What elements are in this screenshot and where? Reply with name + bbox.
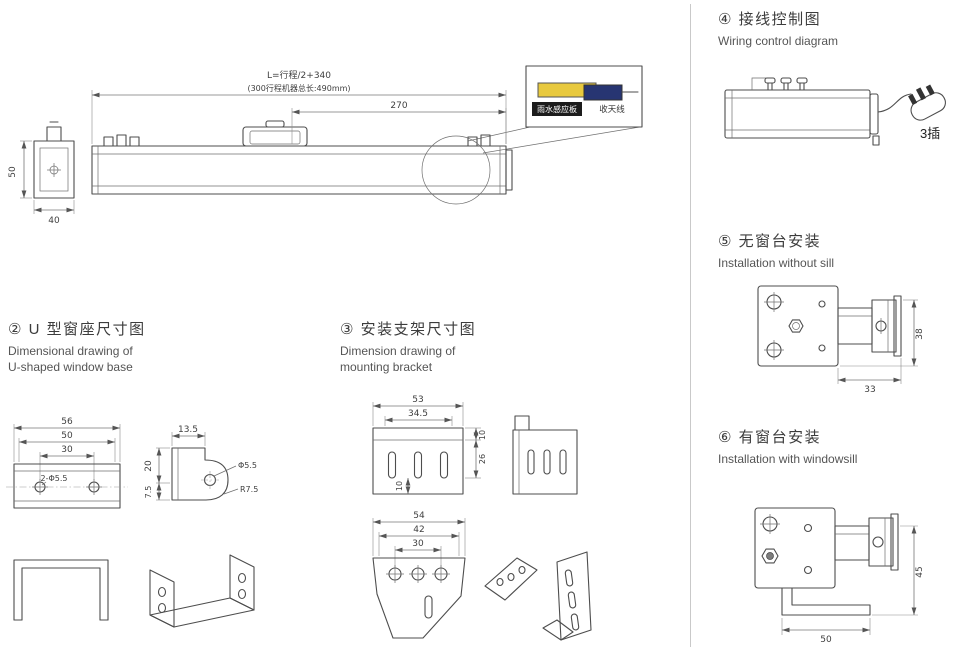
u-base-perspective xyxy=(149,554,255,628)
section3-title: ③ 安装支架尺寸图 xyxy=(340,321,477,338)
dim-30b: 30 xyxy=(412,539,424,549)
no-sill-assembly: 38 33 xyxy=(757,285,925,395)
section3-header: ③ 安装支架尺寸图 Dimension drawing of mounting … xyxy=(340,318,476,375)
dim-26: 26 xyxy=(478,454,487,464)
end-cap xyxy=(505,149,513,191)
bracket-front-view: 53 34.5 10 26 10 xyxy=(372,395,487,495)
dim-50c: 50 xyxy=(820,635,832,645)
plug-type-label: 3插 xyxy=(920,126,940,141)
section4-title: ④ 接线控制图 xyxy=(718,11,822,28)
section4-header: ④ 接线控制图 Wiring control diagram xyxy=(718,8,838,49)
with-sill-assembly: 45 50 xyxy=(754,507,925,645)
dim-45: 45 xyxy=(915,566,925,577)
sensor-connector xyxy=(583,84,623,101)
dim-53: 53 xyxy=(412,395,423,405)
dim-10-top: 10 xyxy=(478,430,487,440)
holes-callout: 2-Φ5.5 xyxy=(41,474,68,483)
section2-header: ② U 型窗座尺寸图 Dimensional drawing of U-shap… xyxy=(8,318,146,375)
section2-subtitle-1: Dimensional drawing of xyxy=(8,344,133,358)
bracket-side-view xyxy=(512,415,578,495)
dim-38: 38 xyxy=(915,328,925,340)
left-mount-feet xyxy=(103,134,140,147)
overall-dimension: L=行程/2+340 (300行程机器总长:490mm) xyxy=(91,69,507,144)
dim-total-formula: L=行程/2+340 xyxy=(267,69,331,81)
section4-subtitle: Wiring control diagram xyxy=(718,34,839,48)
u-base-front-view: 56 50 30 2-Φ5.5 xyxy=(6,417,128,509)
dim-7-5: 7.5 xyxy=(144,486,153,499)
section4-drawing: 3插 xyxy=(724,77,946,146)
dim-10-inner: 10 xyxy=(395,481,404,491)
section5-title: ⑤ 无窗台安装 xyxy=(718,233,822,250)
detail-leader-2 xyxy=(482,126,641,154)
section6-drawing: 45 50 xyxy=(754,507,925,645)
dim-54: 54 xyxy=(413,511,425,521)
antenna-label: 收天线 xyxy=(599,104,625,115)
machine-body xyxy=(91,120,513,195)
section6-title: ⑥ 有窗台安装 xyxy=(718,429,822,446)
dim-50b: 50 xyxy=(61,431,73,441)
section3-subtitle-2: mounting bracket xyxy=(340,360,433,375)
power-plug xyxy=(908,84,946,121)
dim-270: 270 xyxy=(390,101,407,111)
dim-270-group: 270 xyxy=(291,101,507,144)
dim-30: 30 xyxy=(61,445,73,455)
main-assembly-drawing: 50 40 xyxy=(8,65,643,226)
right-mount-feet xyxy=(467,134,491,147)
swing-bracket-view: 54 42 30 xyxy=(372,511,466,639)
dim-total-note: (300行程机器总长:490mm) xyxy=(247,83,350,93)
section5-drawing: 38 33 xyxy=(757,285,925,395)
motor-box xyxy=(242,120,308,147)
rain-sensor-label: 雨水感应板 xyxy=(537,104,577,114)
rain-sensor-label-bg xyxy=(532,102,582,116)
section5-subtitle: Installation without sill xyxy=(718,256,835,270)
section3-drawing: 53 34.5 10 26 10 xyxy=(372,395,592,641)
dim-34-5: 34.5 xyxy=(408,409,428,419)
column-divider xyxy=(690,4,691,647)
u-base-side-profile: 13.5 20 7.5 Φ5.5 R7.5 xyxy=(144,425,258,501)
dim-50: 50 xyxy=(8,166,18,178)
mount-screws xyxy=(764,77,808,91)
radius-callout: R7.5 xyxy=(240,485,258,494)
detail-callout: 雨水感应板 收天线 xyxy=(525,65,643,128)
power-cord xyxy=(877,93,912,113)
section6-header: ⑥ 有窗台安装 Installation with windowsill xyxy=(718,426,857,467)
section6-subtitle: Installation with windowsill xyxy=(718,452,858,466)
detail-circle xyxy=(421,135,491,205)
dia-callout: Φ5.5 xyxy=(238,461,257,470)
section2-subtitle-2: U-shaped window base xyxy=(8,360,133,375)
end-view-dims: 50 40 xyxy=(8,140,75,226)
dim-42: 42 xyxy=(413,525,424,535)
detail-leader-1 xyxy=(467,126,531,142)
u-channel-view xyxy=(13,559,109,621)
dim-13-5: 13.5 xyxy=(178,425,198,435)
section5-header: ⑤ 无窗台安装 Installation without sill xyxy=(718,230,834,271)
dim-33: 33 xyxy=(864,385,875,395)
lower-nub xyxy=(872,135,880,146)
bracket-perspective-pieces xyxy=(484,551,592,641)
hex-bolt-dark xyxy=(761,548,779,564)
section3-subtitle-1: Dimension drawing of xyxy=(340,344,456,358)
machine-with-plug: 3插 xyxy=(724,77,946,146)
sill-foot xyxy=(781,587,871,616)
dim-40: 40 xyxy=(48,216,60,226)
machine-end-view xyxy=(33,121,75,199)
hex-bolt xyxy=(788,319,804,333)
section2-title: ② U 型窗座尺寸图 xyxy=(8,321,146,338)
dim-56: 56 xyxy=(61,417,73,427)
section2-drawing: 56 50 30 2-Φ5.5 13. xyxy=(6,417,258,628)
dim-20: 20 xyxy=(144,460,154,472)
